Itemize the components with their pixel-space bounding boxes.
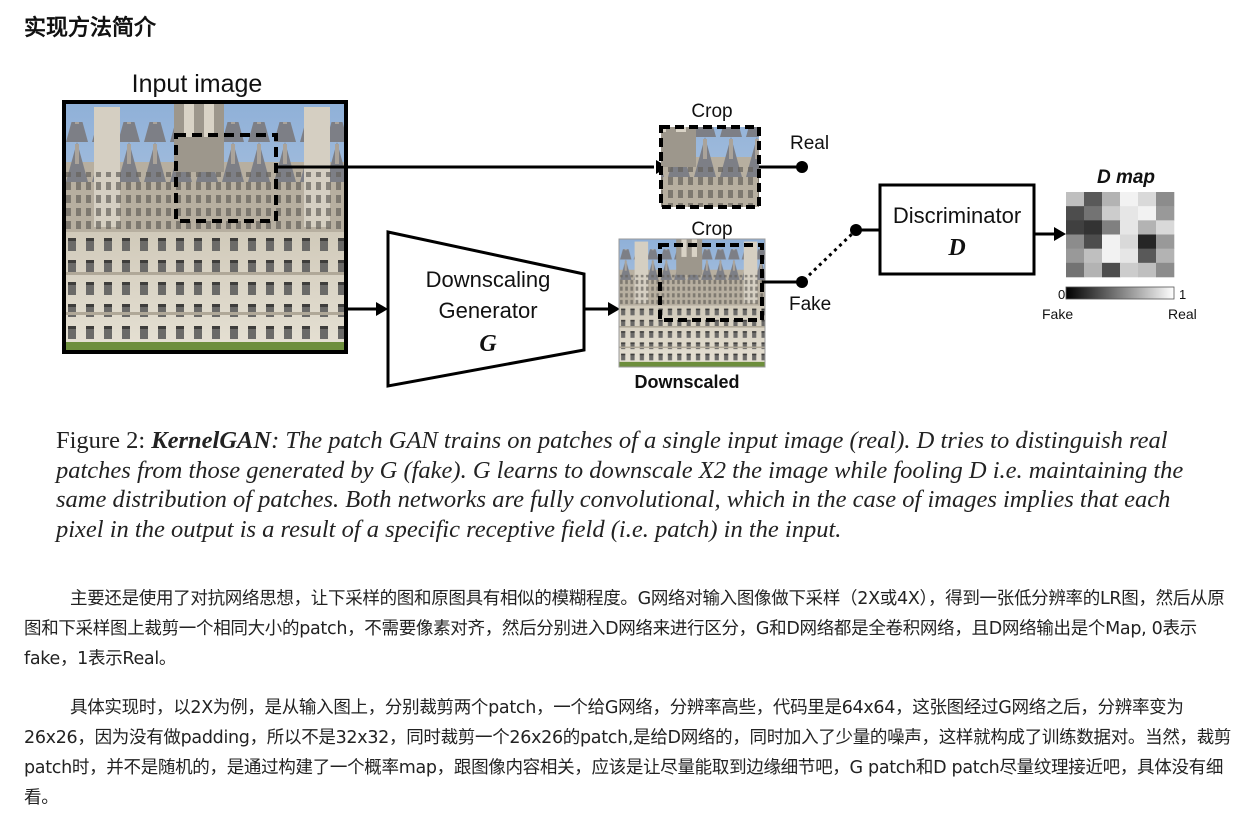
- input-image-label: Input image: [132, 70, 263, 98]
- input-image-frame: [62, 100, 348, 354]
- dmap-cell: [1120, 262, 1139, 278]
- section-heading: 实现方法简介: [24, 16, 157, 41]
- dmap-cell: [1102, 234, 1121, 249]
- downscaled-label: Downscaled: [634, 372, 739, 392]
- downscaled-image: [619, 239, 765, 367]
- scale-min: 0: [1058, 287, 1065, 302]
- dmap-cell: [1120, 234, 1139, 249]
- caption-text: : The patch GAN trains on patches of a s…: [56, 427, 1184, 543]
- dmap-cell: [1066, 206, 1085, 221]
- arrowhead-downscaled: [608, 302, 620, 316]
- dmap-cell: [1084, 220, 1103, 235]
- arrowhead-generator: [376, 302, 388, 316]
- dmap-scale-bar: [1065, 286, 1175, 300]
- generator-line1: Downscaling: [426, 267, 551, 292]
- input-image: [64, 102, 346, 352]
- paragraph-2: 具体实现时，以2X为例，是从输入图上，分别裁剪两个patch，一个给G网络，分辨…: [24, 698, 1232, 808]
- dmap-cell: [1120, 248, 1139, 264]
- dmap-cell: [1156, 206, 1175, 221]
- real-label: Real: [790, 133, 829, 154]
- dmap-cell: [1066, 220, 1085, 235]
- arrowhead-dmap: [1054, 227, 1066, 241]
- dmap-cell: [1138, 206, 1157, 221]
- generator-symbol: G: [479, 331, 497, 357]
- dmap-cell: [1138, 220, 1157, 235]
- paragraph-1: 主要还是使用了对抗网络思想，让下采样的图和原图具有相似的模糊程度。G网络对输入图…: [24, 589, 1225, 669]
- real-crop-frame: [659, 125, 761, 209]
- dmap-cell: [1120, 192, 1139, 207]
- caption-kernelgan: KernelGAN: [151, 427, 272, 454]
- dmap-cell: [1102, 262, 1121, 278]
- discriminator-label: Discriminator: [893, 203, 1021, 228]
- dmap-cell: [1102, 206, 1121, 221]
- dmap-cell: [1156, 248, 1175, 264]
- dmap-cell: [1138, 234, 1157, 249]
- fake-crop-frame: [658, 243, 764, 322]
- generator-block: [386, 230, 586, 388]
- figure-caption: Figure 2: KernelGAN: The patch GAN train…: [56, 426, 1216, 544]
- kernelgan-diagram: Input image Crop Real Downscaling Genera…: [62, 70, 1197, 392]
- dmap-cell: [1120, 206, 1139, 221]
- dmap-cell: [1066, 262, 1085, 278]
- crop-top-label: Crop: [691, 101, 732, 122]
- dmap-cell: [1084, 192, 1103, 207]
- dmap-cell: [1138, 192, 1157, 207]
- dmap-cell: [1156, 234, 1175, 249]
- dmap-cell: [1138, 248, 1157, 264]
- dmap-cell: [1156, 192, 1175, 207]
- dmap-grid: [1066, 192, 1175, 278]
- dmap-cell: [1102, 220, 1121, 235]
- dmap-cell: [1102, 192, 1121, 207]
- figure: Input image Crop Real Downscaling Genera…: [56, 52, 1216, 560]
- scale-max: 1: [1179, 287, 1186, 302]
- caption-figure-label: Figure 2:: [56, 427, 146, 454]
- dmap-cell: [1084, 262, 1103, 278]
- dmap-cell: [1066, 248, 1085, 264]
- discriminator-symbol: D: [947, 235, 965, 261]
- crop-box-input: [174, 133, 278, 223]
- dmap-cell: [1138, 262, 1157, 278]
- real-node: [796, 161, 808, 173]
- dmap-cell: [1066, 192, 1085, 207]
- downscaled-frame: [618, 238, 766, 368]
- fake-node: [796, 276, 808, 288]
- dmap-cell: [1084, 248, 1103, 264]
- discriminator-block: [878, 183, 1036, 276]
- dmap-cell: [1084, 206, 1103, 221]
- scale-fake-label: Fake: [1042, 306, 1073, 322]
- dmap-cell: [1102, 248, 1121, 264]
- generator-line2: Generator: [438, 298, 537, 323]
- fake-label: Fake: [789, 294, 831, 315]
- switch-line: [802, 230, 856, 282]
- crop-bottom-label: Crop: [691, 219, 732, 240]
- dmap-cell: [1120, 220, 1139, 235]
- dmap-cell: [1156, 262, 1175, 278]
- scale-real-label: Real: [1168, 306, 1197, 322]
- dmap-label: D map: [1097, 167, 1155, 188]
- dmap-cell: [1084, 234, 1103, 249]
- dmap-cell: [1156, 220, 1175, 235]
- dmap-cell: [1066, 234, 1085, 249]
